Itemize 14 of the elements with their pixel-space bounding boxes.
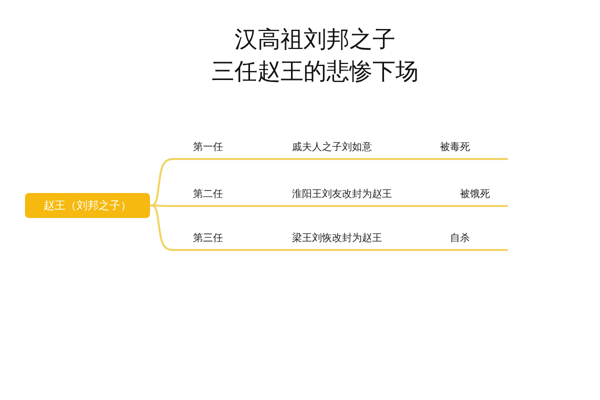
branch-label: 第一任 bbox=[193, 141, 223, 154]
connector-line bbox=[150, 204, 176, 207]
connector-line bbox=[150, 158, 176, 206]
branch-text: 梁王刘恢改封为赵王 bbox=[292, 232, 382, 245]
branch-text: 自杀 bbox=[450, 232, 470, 245]
branch-text: 淮阳王刘友改封为赵王 bbox=[292, 188, 392, 201]
branch-text: 被毒死 bbox=[440, 140, 470, 154]
connector-line bbox=[150, 204, 176, 251]
branch-text: 被饿死 bbox=[460, 188, 490, 201]
topic-box: 赵王（刘邦之子） bbox=[25, 193, 150, 218]
branch-label: 第三任 bbox=[193, 232, 223, 245]
title: 汉高祖刘邦之子三任赵王的悲惨下场 bbox=[210, 26, 420, 87]
branch-label: 第二任 bbox=[193, 188, 223, 201]
branch-text: 戚夫人之子刘如意 bbox=[292, 140, 372, 154]
